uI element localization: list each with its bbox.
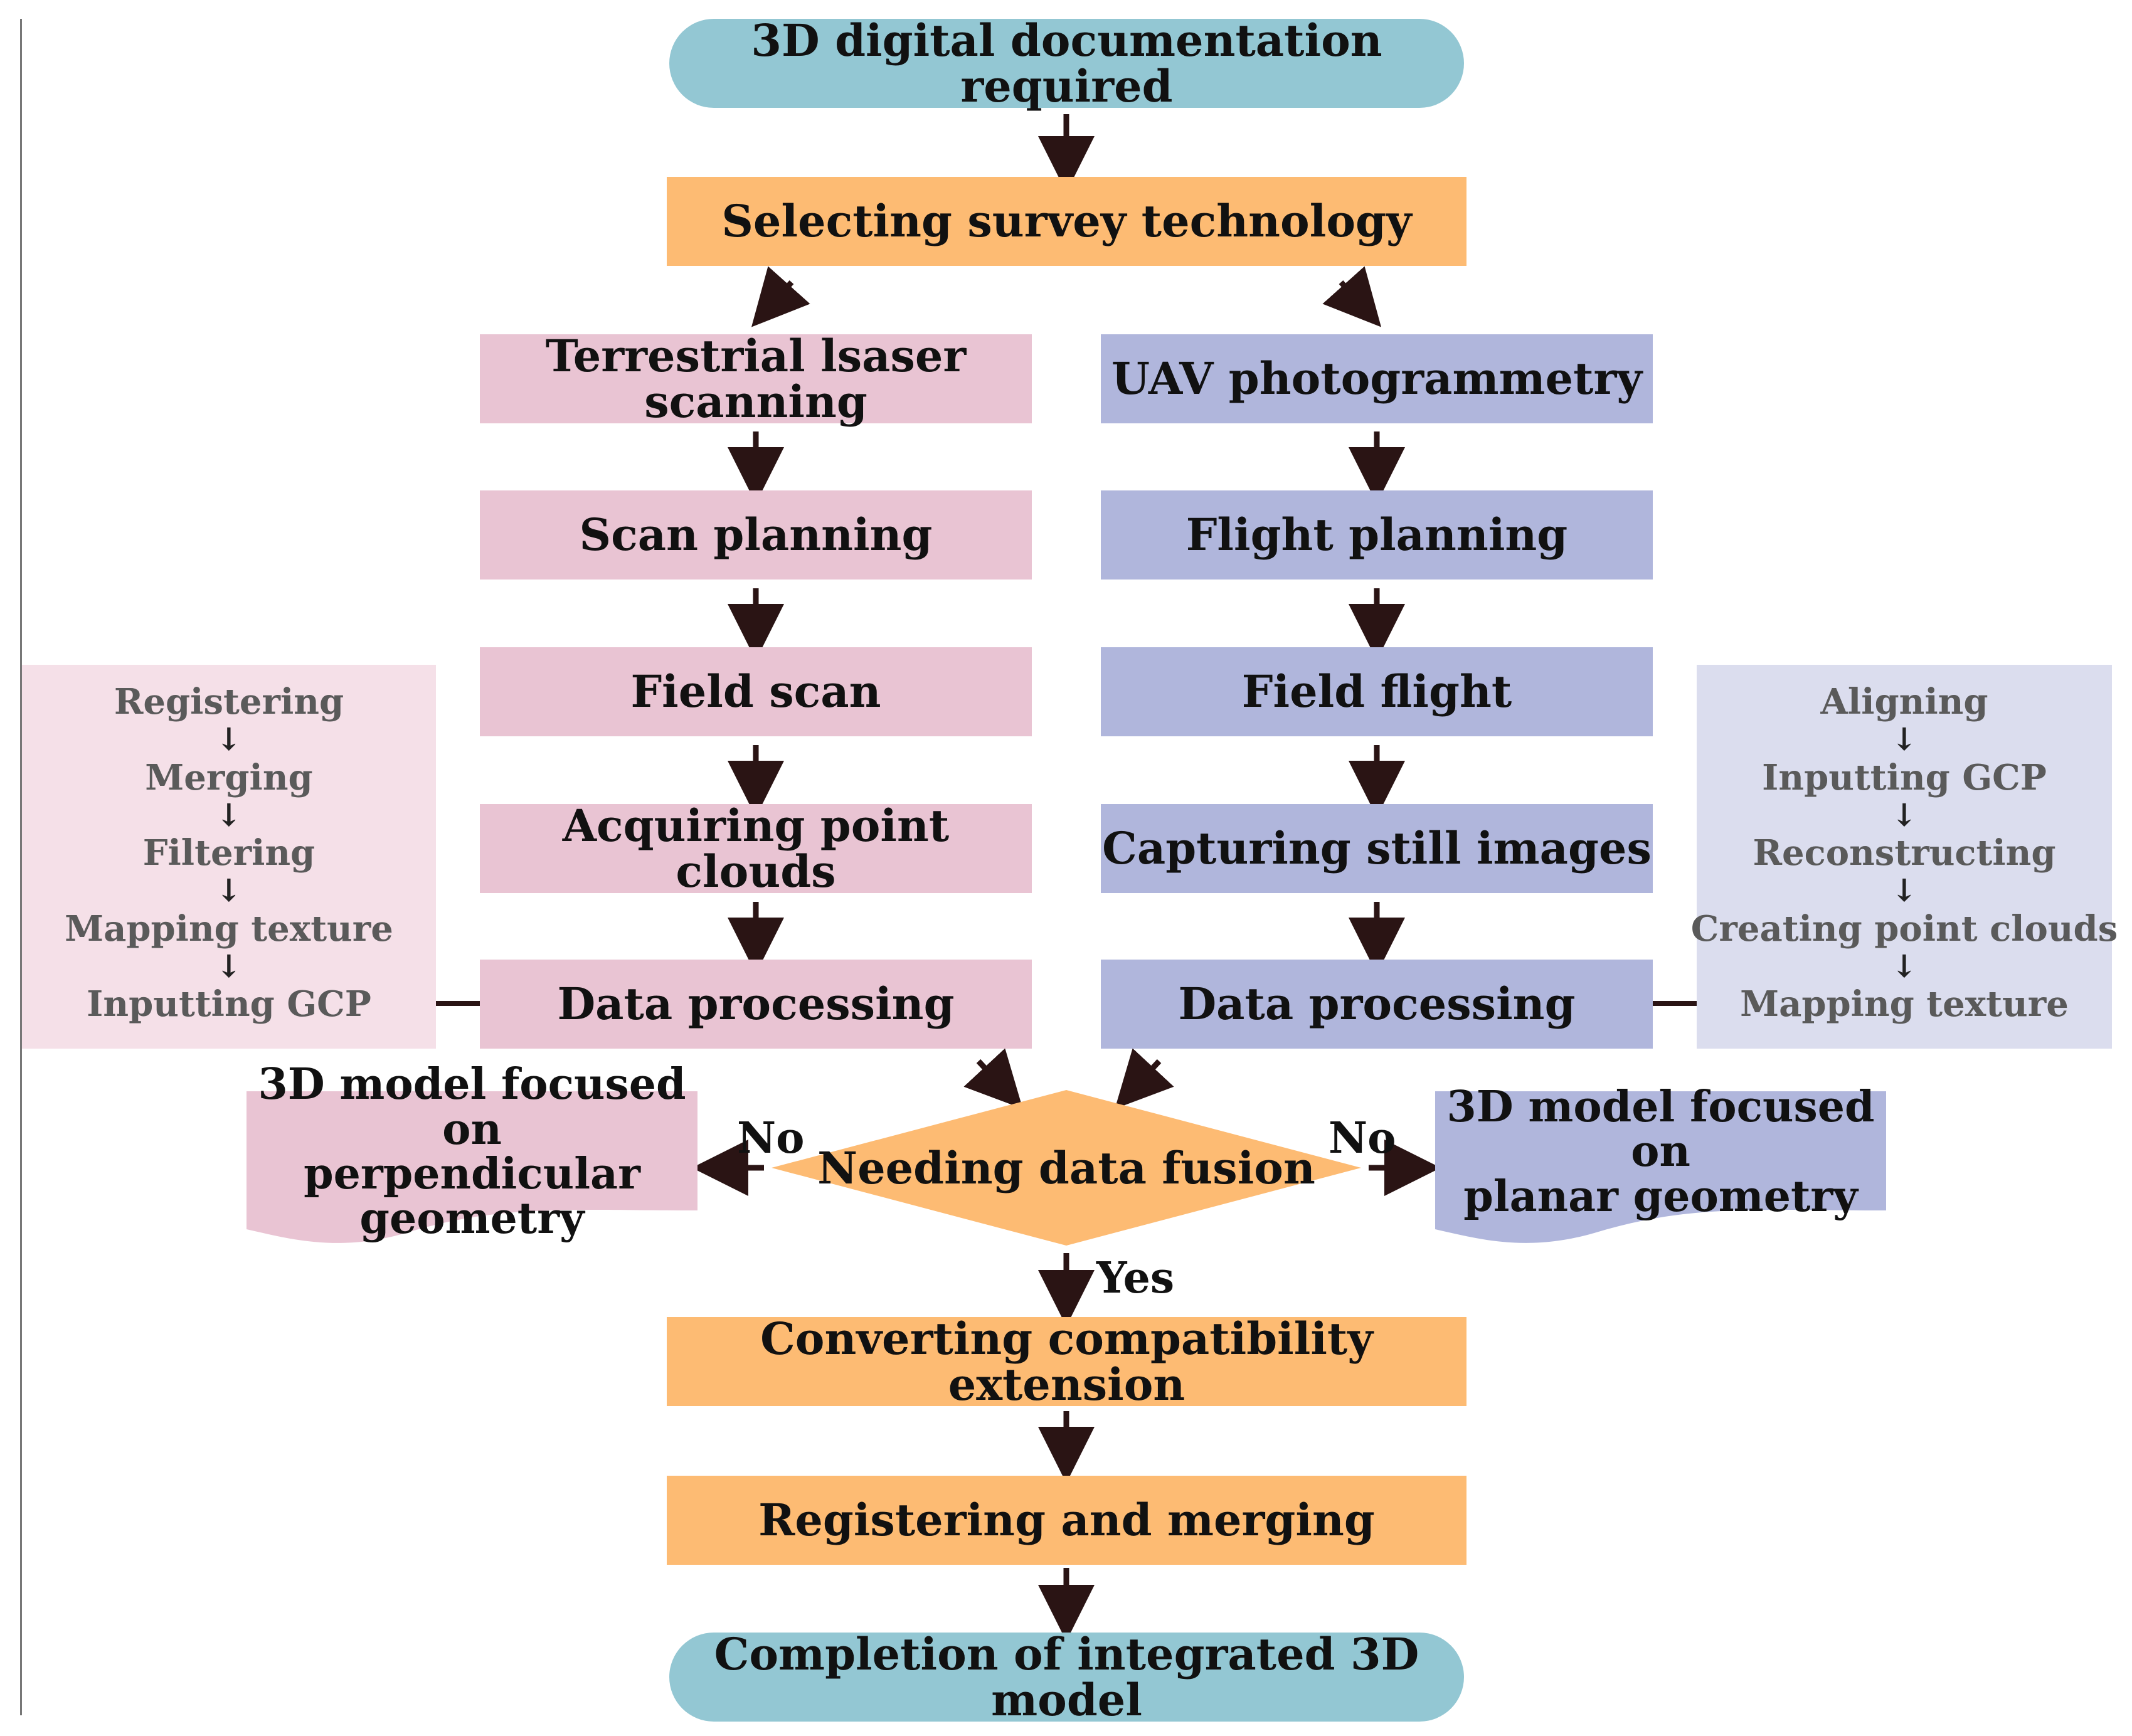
- left-output-line-2: perpendicular geometry: [304, 1149, 640, 1244]
- right-output-line-2: planar geometry: [1463, 1171, 1858, 1222]
- tls-step-2: Field scan: [480, 647, 1032, 736]
- down-arrow-icon: ↓: [216, 947, 242, 985]
- down-arrow-icon: ↓: [216, 872, 242, 909]
- register-merge-node: Registering and merging: [667, 1476, 1466, 1565]
- uav-step-3: Capturing still images: [1101, 804, 1653, 893]
- right-output-line-1: 3D model focused on: [1446, 1081, 1875, 1177]
- tls-sub-step-1: Registering: [114, 681, 344, 722]
- tls-processing-panel: Registering ↓ Merging ↓ Filtering ↓ Mapp…: [22, 665, 436, 1049]
- uav-step-4: Data processing: [1101, 960, 1653, 1049]
- uav-sub-step-4: Creating point clouds: [1690, 908, 2118, 950]
- page-margin-line: [20, 19, 22, 1715]
- down-arrow-icon: ↓: [216, 721, 242, 758]
- left-output-shape: [247, 1091, 697, 1243]
- decision-diamond: [772, 1090, 1361, 1246]
- down-arrow-icon: ↓: [1891, 721, 1917, 758]
- down-arrow-icon: ↓: [1891, 947, 1917, 985]
- tls-sub-step-4: Mapping texture: [65, 908, 393, 950]
- uav-sub-step-3: Reconstructing: [1753, 832, 2056, 874]
- uav-processing-panel: Aligning ↓ Inputting GCP ↓ Reconstructin…: [1691, 665, 2118, 1049]
- tls-step-4: Data processing: [480, 960, 1032, 1049]
- down-arrow-icon: ↓: [1891, 872, 1917, 909]
- tls-step-1: Scan planning: [480, 490, 1032, 580]
- uav-title-node: UAV photogrammetry: [1101, 334, 1653, 423]
- tls-title-node: Terrestrial lsaser scanning: [480, 332, 1032, 425]
- no-label-right: No: [1329, 1113, 1396, 1163]
- uav-step-2: Field flight: [1101, 647, 1653, 736]
- uav-sub-step-2: Inputting GCP: [1762, 756, 2047, 798]
- convert-node: Converting compatibility extension: [667, 1315, 1466, 1407]
- arrow-select-to-tls: [751, 266, 810, 327]
- down-arrow-icon: ↓: [1891, 796, 1917, 834]
- uav-step-1: Flight planning: [1101, 490, 1653, 580]
- yes-label: Yes: [1096, 1253, 1175, 1303]
- left-output-text: 3D model focused on perpendicular geomet…: [247, 1062, 697, 1241]
- arrow-tls-to-decision: [963, 1048, 1023, 1109]
- uav-sub-step-5: Mapping texture: [1740, 983, 2069, 1025]
- down-arrow-icon: ↓: [216, 796, 242, 834]
- no-label-left: No: [737, 1113, 805, 1163]
- right-output-shape: [1435, 1091, 1886, 1243]
- uav-sub-step-1: Aligning: [1820, 681, 1988, 722]
- tls-sub-step-5: Inputting GCP: [87, 983, 371, 1025]
- right-output-text: 3D model focused on planar geometry: [1435, 1084, 1886, 1219]
- tls-sub-step-2: Merging: [145, 756, 313, 798]
- tls-sub-step-3: Filtering: [142, 832, 316, 874]
- end-node: Completion of integrated 3D model: [669, 1631, 1464, 1723]
- arrow-uav-to-decision: [1115, 1048, 1174, 1109]
- select-survey-node: Selecting survey technology: [667, 177, 1466, 266]
- tls-step-3: Acquiring point clouds: [480, 802, 1032, 894]
- decision-label: Needing data fusion: [817, 1141, 1315, 1194]
- arrow-select-to-uav: [1322, 266, 1382, 327]
- start-node: 3D digital documentation required: [669, 17, 1464, 109]
- left-output-line-1: 3D model focused on: [258, 1059, 686, 1155]
